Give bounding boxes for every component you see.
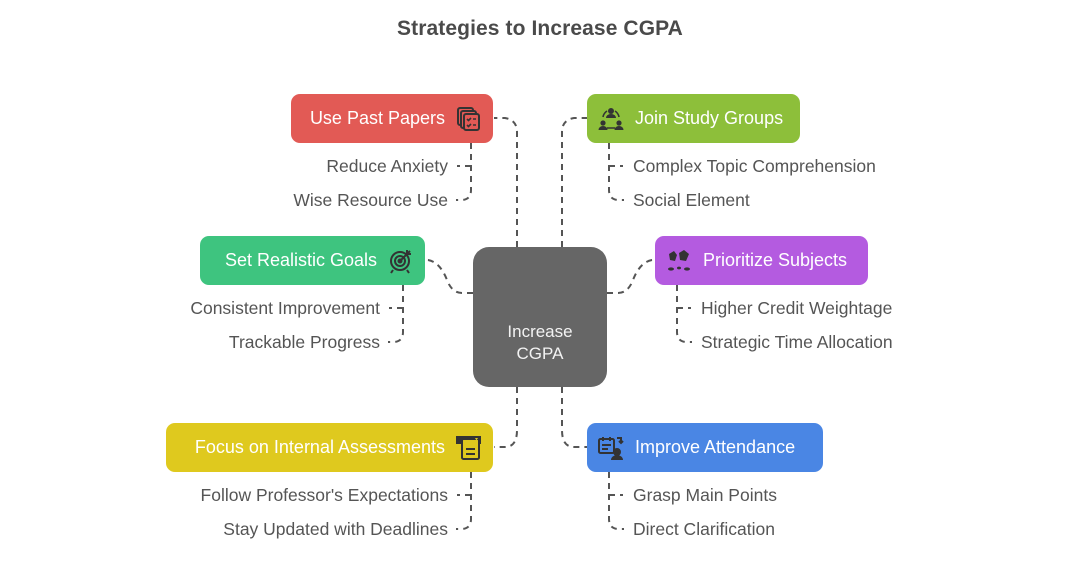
priority-figure-icon <box>665 247 693 275</box>
connector-center-past-papers <box>494 117 518 247</box>
leaf-social-element: Social Element <box>633 190 750 210</box>
connector-center-attendance <box>561 387 587 448</box>
branch-join-study-groups[interactable]: Join Study Groups <box>587 94 800 143</box>
document-clipboard-icon <box>455 434 483 462</box>
branch-label: Focus on Internal Assessments <box>194 437 445 457</box>
leaf-wise-resource-use: Wise Resource Use <box>293 190 448 210</box>
leaf-stay-updated-with-deadlines: Stay Updated with Deadlines <box>223 519 448 539</box>
diagram-title: Strategies to Increase CGPA <box>397 17 683 40</box>
target-arrow-icon <box>387 247 415 275</box>
branch-use-past-papers[interactable]: Use Past Papers <box>291 94 493 143</box>
central-topic-line1: Increase <box>507 322 573 341</box>
stacked-papers-checklist-icon <box>455 105 483 133</box>
leaf-complex-topic-comprehension: Complex Topic Comprehension <box>633 156 876 176</box>
central-topic-line2: CGPA <box>516 344 564 363</box>
calendar-person-icon <box>597 434 625 462</box>
leaf-grasp-main-points: Grasp Main Points <box>633 485 777 505</box>
branch-label: Prioritize Subjects <box>703 250 848 270</box>
leaf-higher-credit-weightage: Higher Credit Weightage <box>701 298 893 318</box>
branch-prioritize-subjects[interactable]: Prioritize Subjects <box>655 236 868 285</box>
leaf-direct-clarification: Direct Clarification <box>633 519 775 539</box>
leaf-follow-professors-expectations: Follow Professor's Expectations <box>200 485 448 505</box>
group-people-icon <box>597 105 625 133</box>
connector-center-study-groups <box>561 117 587 247</box>
connector-center-assessments <box>494 387 518 448</box>
branch-label: Use Past Papers <box>309 108 445 128</box>
connector-center-goals <box>426 259 473 294</box>
leaf-trackable-progress: Trackable Progress <box>228 332 380 352</box>
leaf-strategic-time-allocation: Strategic Time Allocation <box>701 332 893 352</box>
branch-label: Set Realistic Goals <box>224 250 377 270</box>
leaf-consistent-improvement: Consistent Improvement <box>190 298 380 318</box>
connector-center-prioritize <box>607 259 655 294</box>
branch-label: Join Study Groups <box>635 108 784 128</box>
central-topic-increase-cgpa[interactable]: Increase CGPA <box>473 247 607 387</box>
branch-focus-on-internal-assessments[interactable]: Focus on Internal Assessments <box>166 423 493 472</box>
branch-label: Improve Attendance <box>635 437 796 457</box>
leaf-reduce-anxiety: Reduce Anxiety <box>326 156 448 176</box>
branch-improve-attendance[interactable]: Improve Attendance <box>587 423 823 472</box>
branch-set-realistic-goals[interactable]: Set Realistic Goals <box>200 236 425 285</box>
